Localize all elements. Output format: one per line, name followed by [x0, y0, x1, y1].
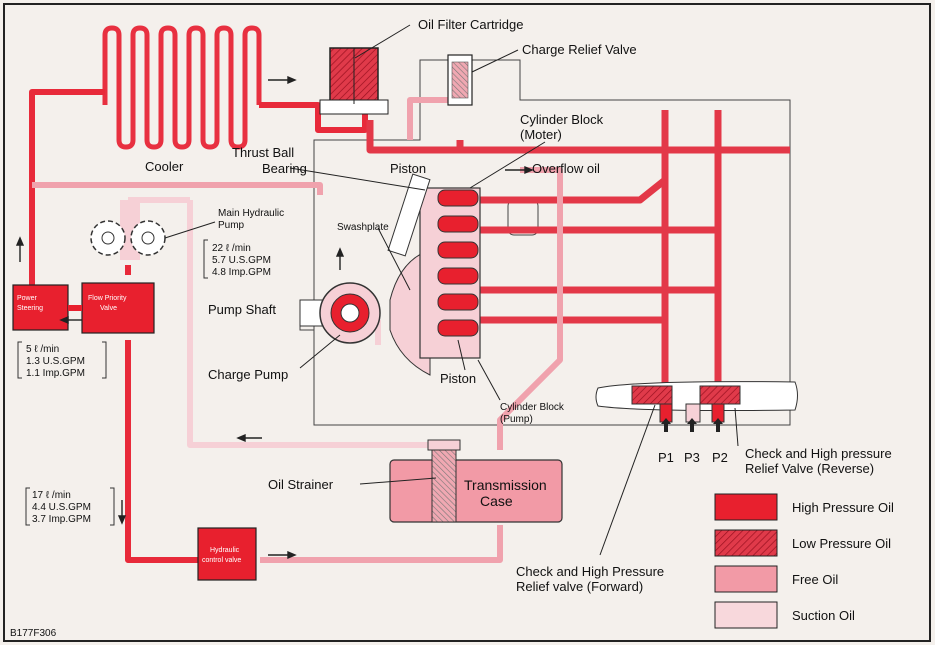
label-charge-pump: Charge Pump [208, 367, 288, 382]
hyd-control-label-1: Hydraulic [210, 547, 240, 554]
flow-main-2: 5.7 U.S.GPM [212, 255, 271, 266]
legend-label-high: High Pressure Oil [792, 500, 894, 515]
label-check-reverse-1: Check and High pressure [745, 446, 892, 461]
flow-hc-3: 3.7 Imp.GPM [32, 514, 91, 525]
leader-lines [164, 24, 739, 556]
legend-label-free: Free Oil [792, 572, 838, 587]
power-steering-label-1: Power [17, 295, 38, 302]
legend-item-suction: Suction Oil [714, 601, 855, 629]
label-code: B177F306 [10, 628, 57, 639]
label-check-forward-2: Relief valve (Forward) [516, 579, 643, 594]
label-thrust-1: Thrust Ball [232, 145, 294, 160]
component-labels: Oil Filter Cartridge Charge Relief Valve… [10, 17, 892, 639]
label-piston-bottom: Piston [440, 371, 476, 386]
label-pump-shaft: Pump Shaft [208, 302, 276, 317]
transmission-label-2: Case [480, 493, 513, 509]
legend: High Pressure Oil Low Pressure Oil Free … [714, 493, 894, 629]
label-p3: P3 [684, 450, 700, 465]
charge-pump [299, 282, 381, 344]
transmission-label-1: Transmission [464, 477, 547, 493]
label-oil-strainer: Oil Strainer [268, 477, 334, 492]
label-check-reverse-2: Relief Valve (Reverse) [745, 461, 874, 476]
free-oil-lines [32, 75, 563, 563]
flow-main-3: 4.8 Imp.GPM [212, 267, 271, 278]
label-piston-top: Piston [390, 161, 426, 176]
port-arrows [661, 418, 723, 432]
flow-box-hydraulic-control: 17 ℓ /min 4.4 U.S.GPM 3.7 Imp.GPM [25, 487, 115, 526]
legend-item-free: Free Oil [714, 565, 838, 593]
label-p1: P1 [658, 450, 674, 465]
legend-item-high: High Pressure Oil [714, 493, 894, 521]
main-hydraulic-pump [90, 200, 166, 260]
cylinder-block [387, 173, 481, 376]
transmission-case: Transmission Case [389, 439, 563, 523]
label-check-forward-1: Check and High Pressure [516, 564, 664, 579]
flow-box-main-pump: 22 ℓ /min 5.7 U.S.GPM 4.8 Imp.GPM [203, 239, 271, 279]
flow-priority-label-1: Flow Priority [88, 295, 127, 302]
legend-label-low: Low Pressure Oil [792, 536, 891, 551]
flow-box-power-steering: 5 ℓ /min 1.3 U.S.GPM 1.1 Imp.GPM [17, 341, 107, 379]
label-main-pump-1: Main Hydraulic [218, 208, 284, 219]
flow-arrows [15, 75, 534, 560]
flow-main-1: 22 ℓ /min [212, 243, 251, 254]
flow-hc-1: 17 ℓ /min [32, 490, 71, 501]
label-oil-filter: Oil Filter Cartridge [418, 17, 523, 32]
legend-label-suction: Suction Oil [792, 608, 855, 623]
cooler-coil [102, 25, 262, 150]
pistons [437, 189, 479, 337]
flow-ps-2: 1.3 U.S.GPM [26, 356, 85, 367]
label-main-pump-2: Pump [218, 220, 245, 231]
hydraulic-control-valve: Hydraulic control valve [197, 527, 257, 581]
label-cyl-moter-2: (Moter) [520, 127, 562, 142]
legend-item-low: Low Pressure Oil [714, 529, 891, 557]
label-charge-relief: Charge Relief Valve [522, 42, 637, 57]
label-cyl-pump-2: (Pump) [500, 414, 533, 425]
flow-priority-valve: Flow Priority Valve [68, 282, 155, 334]
low-pressure-lines [366, 110, 790, 390]
label-cooler: Cooler [145, 159, 184, 174]
power-steering-block: Power Steering [12, 284, 69, 331]
label-thrust-2: Bearing [262, 161, 307, 176]
check-relief-assembly [595, 381, 798, 423]
outer-frame [3, 3, 931, 642]
label-swashplate: Swashplate [337, 222, 389, 233]
flow-ps-3: 1.1 Imp.GPM [26, 368, 85, 379]
label-cyl-moter-1: Cylinder Block [520, 112, 604, 127]
flow-priority-label-2: Valve [100, 305, 117, 312]
power-steering-label-2: Steering [17, 305, 43, 312]
label-cyl-pump-1: Cylinder Block [500, 402, 565, 413]
charge-relief-valve [447, 54, 473, 106]
flow-hc-2: 4.4 U.S.GPM [32, 502, 91, 513]
high-pressure-lines [29, 89, 368, 563]
oil-filter-cartridge [319, 47, 389, 115]
flow-ps-1: 5 ℓ /min [26, 344, 59, 355]
hyd-control-label-2: control valve [202, 557, 241, 564]
label-p2: P2 [712, 450, 728, 465]
label-overflow: Overflow oil [532, 161, 600, 176]
